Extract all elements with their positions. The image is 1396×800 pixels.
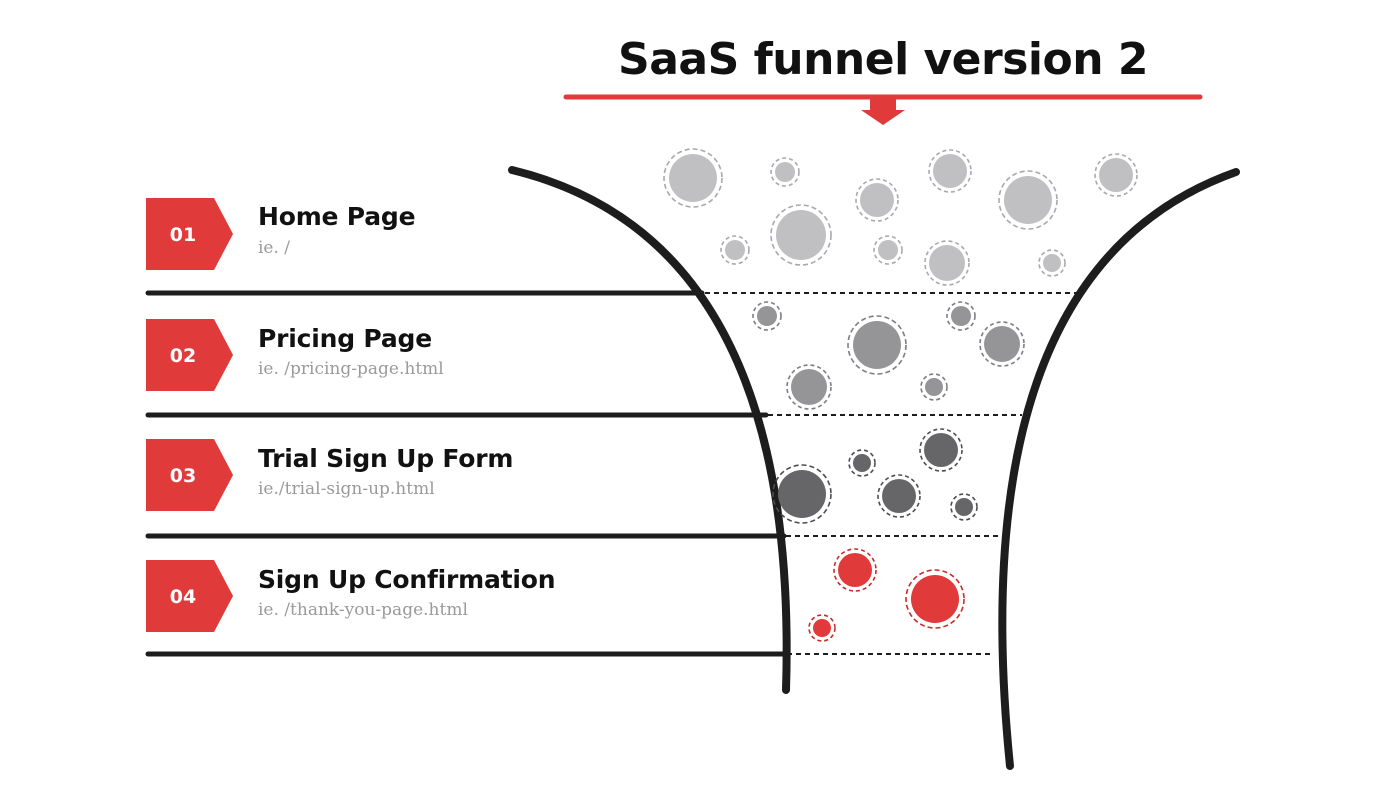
bubble	[770, 204, 832, 266]
bubble	[919, 428, 963, 472]
bubble	[772, 464, 832, 524]
stage-number: 02	[170, 345, 196, 367]
bubble	[920, 373, 948, 401]
stage-1-url: ie. /	[258, 238, 291, 258]
stage-3-name: Trial Sign Up Form	[258, 444, 514, 473]
bubble	[998, 170, 1058, 230]
stage-2-url: ie. /pricing-page.html	[258, 359, 444, 379]
badge-arrow-shape	[146, 198, 233, 270]
badge-arrow-shape	[146, 439, 233, 511]
bubble	[873, 235, 903, 265]
down-arrow-icon	[861, 97, 905, 125]
bubble	[720, 235, 750, 265]
bubble	[808, 614, 836, 642]
funnel-dashed-dividers	[705, 292, 1080, 655]
stage-2-name: Pricing Page	[258, 324, 432, 353]
bubble	[770, 157, 800, 187]
stage-3-bubbles	[772, 428, 978, 524]
bubble	[752, 301, 782, 331]
funnel-left-wall	[508, 166, 791, 694]
bubble	[950, 493, 978, 521]
funnel-right-wall	[998, 168, 1240, 770]
stage-badge-01: 01	[146, 198, 233, 270]
diagram-title: SaaS funnel version 2	[618, 34, 1148, 85]
bubble	[877, 474, 921, 518]
badge-arrow-shape	[146, 319, 233, 391]
stage-number: 03	[170, 465, 196, 487]
bubble	[786, 364, 832, 410]
bubble	[1094, 153, 1138, 197]
stage-separators	[145, 290, 790, 657]
stage-2-bubbles	[752, 301, 1025, 410]
bubble	[833, 548, 877, 592]
stage-4-bubbles	[808, 548, 965, 642]
bubble	[663, 148, 723, 208]
stage-1-bubbles	[663, 148, 1138, 286]
bubble	[946, 301, 976, 331]
stage-badge-04: 04	[146, 560, 233, 632]
bubble	[848, 449, 876, 477]
bubble	[847, 315, 907, 375]
bubble	[928, 149, 972, 193]
stage-4-url: ie. /thank-you-page.html	[258, 600, 468, 620]
bubble	[855, 178, 899, 222]
bubble	[905, 569, 965, 629]
bubble	[924, 240, 970, 286]
stage-badge-03: 03	[146, 439, 233, 511]
bubble	[1038, 249, 1066, 277]
stage-1-name: Home Page	[258, 202, 416, 231]
bubble	[979, 321, 1025, 367]
stage-3-url: ie./trial-sign-up.html	[258, 479, 435, 499]
badge-arrow-shape	[146, 560, 233, 632]
stage-number: 04	[170, 586, 196, 608]
stage-4-name: Sign Up Confirmation	[258, 565, 556, 594]
stage-badge-02: 02	[146, 319, 233, 391]
stage-number: 01	[170, 224, 196, 246]
